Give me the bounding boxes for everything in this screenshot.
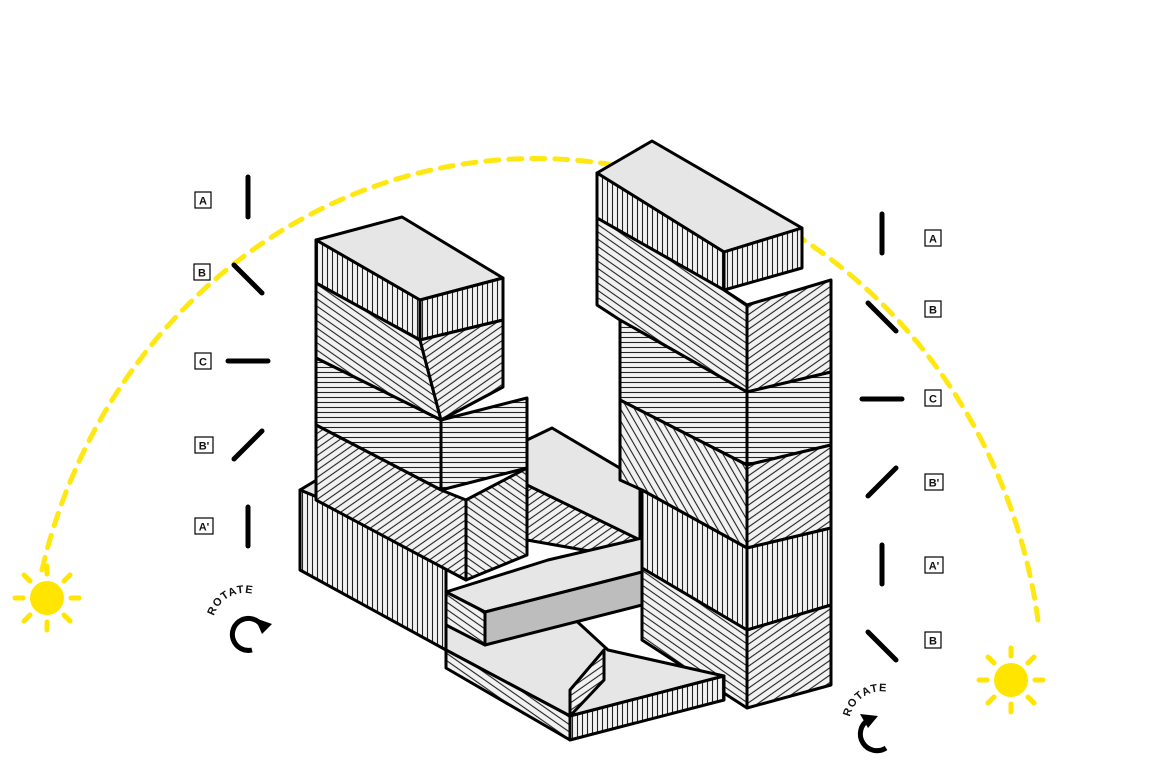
right-tower-side-6 — [745, 603, 833, 710]
shadow-line-b — [865, 629, 899, 663]
svg-text:C: C — [929, 394, 937, 406]
right-legend — [859, 211, 905, 663]
building-massing — [298, 139, 833, 742]
shadow-line-b-prime — [865, 465, 899, 499]
svg-text:A': A' — [929, 561, 940, 573]
low-block-side — [568, 674, 726, 742]
legend-label-box: C — [194, 352, 212, 370]
svg-text:ROTATE: ROTATE — [841, 682, 887, 718]
rotate-icon — [857, 714, 888, 754]
right-tower-side-1 — [722, 226, 804, 292]
low-block-notch — [568, 648, 606, 718]
svg-text:A: A — [929, 234, 937, 246]
left-tower-side-4 — [464, 466, 529, 582]
legend-label-box: A — [924, 229, 942, 247]
svg-text:C: C — [199, 357, 207, 369]
rotate-control-left[interactable]: ROTATE — [205, 584, 274, 653]
rotate-label: ROTATE — [205, 584, 253, 617]
rotate-control-right[interactable]: ROTATE — [841, 682, 910, 754]
sun-path-arc — [39, 156, 1041, 623]
legend-label-box: B' — [194, 436, 214, 454]
legend-label-box: A — [194, 191, 212, 209]
sun-icon — [12, 563, 82, 633]
left-tower-side-2 — [418, 318, 505, 422]
right-legend-labels: A B C B' A' B — [924, 229, 944, 649]
legend-label-box: C — [924, 389, 942, 407]
svg-text:ROTATE: ROTATE — [205, 584, 254, 617]
left-legend-labels: A B C B' A' — [193, 191, 214, 535]
bridge-side — [483, 570, 644, 647]
legend-label-box: B — [924, 631, 942, 649]
legend-label-box: B' — [924, 473, 944, 491]
svg-text:B': B' — [929, 478, 940, 490]
left-legend — [225, 174, 271, 549]
sun-icon — [976, 645, 1046, 715]
svg-text:B: B — [929, 305, 937, 317]
rotate-icon — [229, 615, 272, 653]
shadow-line-b — [231, 262, 265, 296]
legend-label-box: A' — [924, 556, 944, 574]
svg-text:A': A' — [199, 522, 210, 534]
shadow-line-b-prime — [231, 428, 265, 462]
shadow-line-b — [865, 300, 899, 334]
svg-text:B: B — [929, 636, 937, 648]
svg-text:B': B' — [199, 441, 210, 453]
legend-label-box: B — [924, 300, 942, 318]
svg-text:B: B — [198, 268, 206, 280]
legend-label-box: A' — [194, 517, 214, 535]
rotate-label: ROTATE — [841, 682, 886, 718]
svg-text:A: A — [199, 196, 207, 208]
legend-label-box: B — [193, 263, 211, 281]
